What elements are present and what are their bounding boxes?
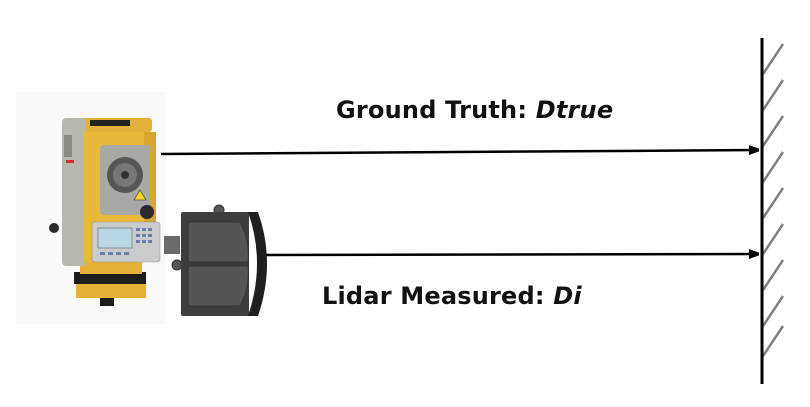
total-station-icon [16, 92, 166, 324]
ground-truth-label: Ground Truth: Dtrue [336, 96, 613, 124]
lidar-measured-text: Lidar Measured: [322, 282, 554, 310]
ground-truth-arrow [160, 150, 758, 156]
lidar-measured-label: Lidar Measured: Di [322, 282, 582, 310]
dtrue-variable: Dtrue [535, 96, 614, 124]
ground-truth-text: Ground Truth: [336, 96, 536, 124]
wall-icon [760, 38, 785, 384]
lidar-measured-arrow [265, 254, 758, 255]
di-variable: Di [553, 282, 582, 310]
lidar-sensor-icon [164, 204, 267, 316]
